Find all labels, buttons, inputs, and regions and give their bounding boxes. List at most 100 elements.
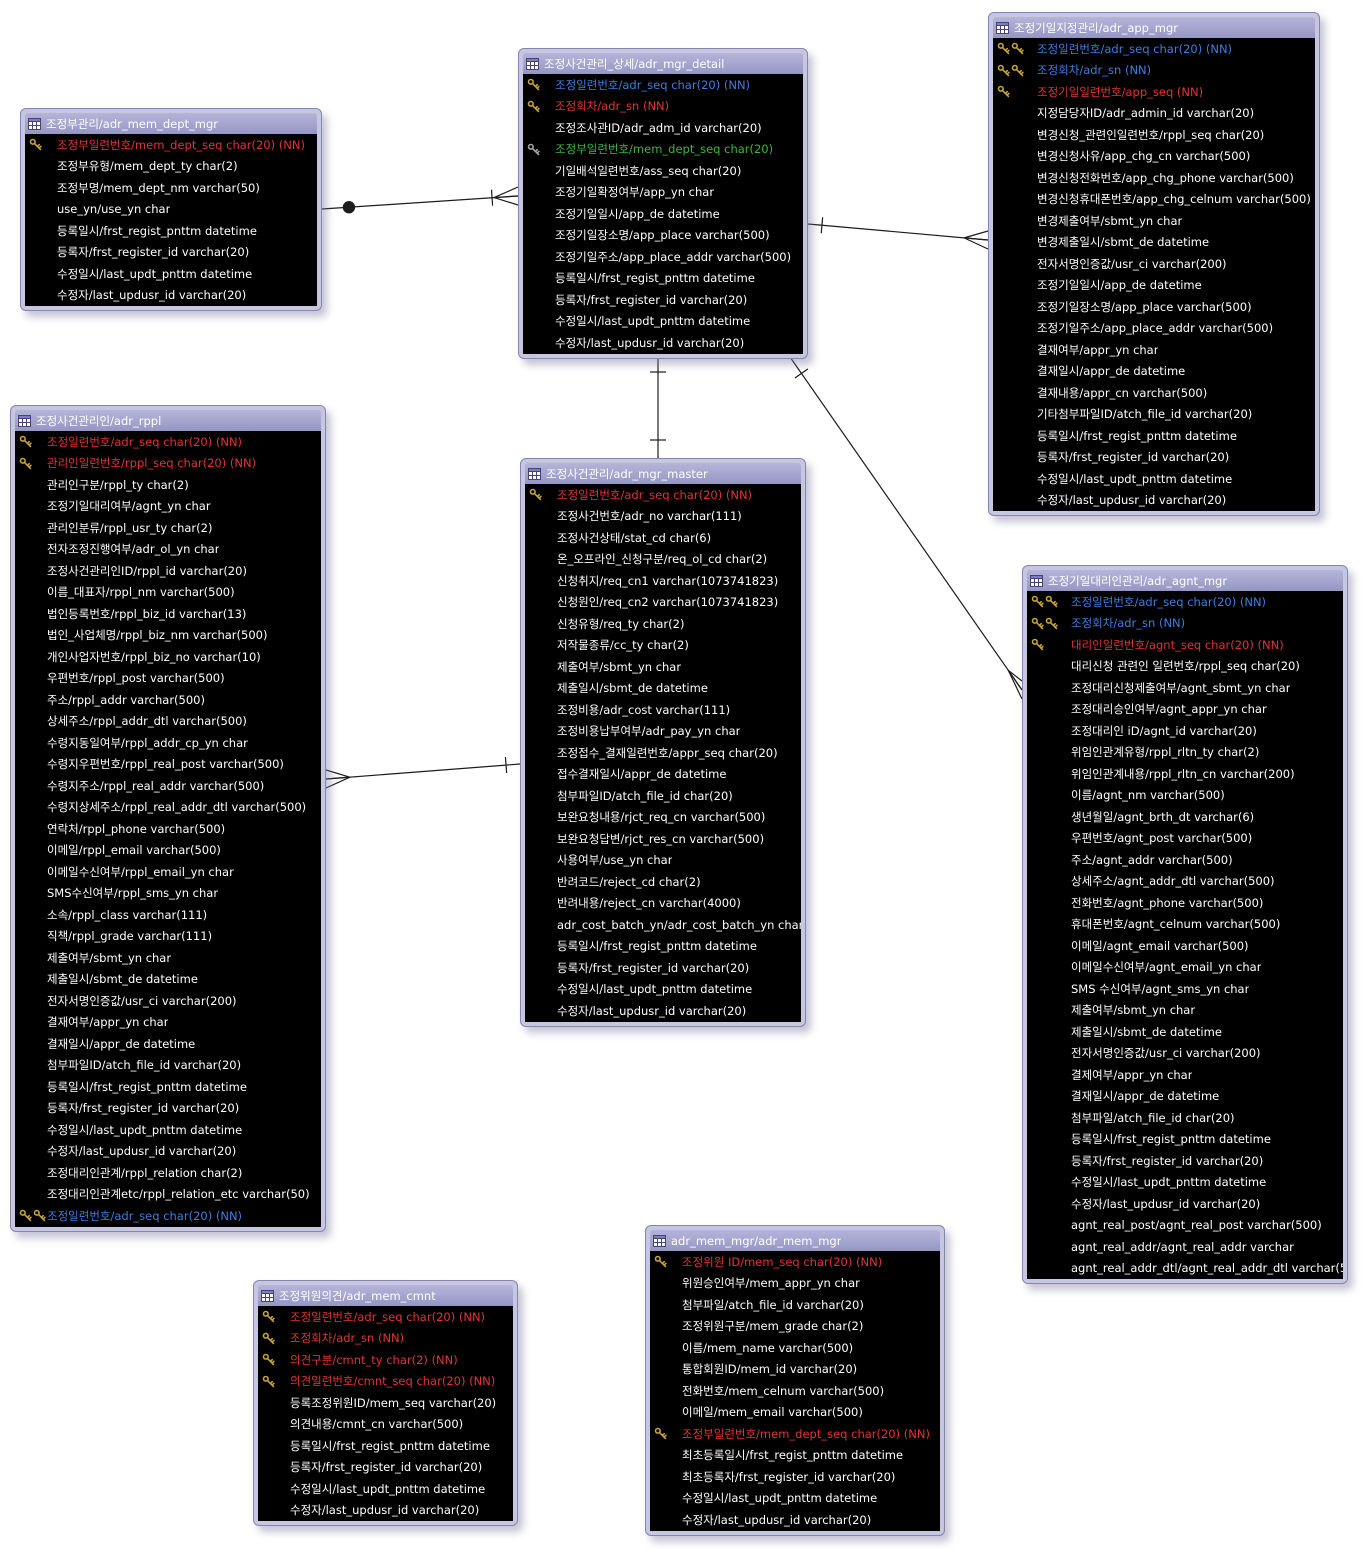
relationship-adr_mem_dept_mgr-adr_mgr_detail[interactable]: [321, 186, 519, 214]
column-row[interactable]: 반려내용/reject_cn varchar(4000): [525, 893, 801, 915]
column-row[interactable]: 수정자/last_updusr_id varchar(20): [25, 285, 317, 307]
column-row[interactable]: 결재내용/appr_cn varchar(500): [993, 382, 1315, 404]
column-row[interactable]: 위임인관계내용/rppl_rltn_cn varchar(200): [1027, 763, 1343, 785]
column-row[interactable]: 조정대리인관계/rppl_relation char(2): [15, 1162, 321, 1184]
column-row[interactable]: 사용여부/use_yn char: [525, 850, 801, 872]
column-row[interactable]: 조정사건상태/stat_cd char(6): [525, 527, 801, 549]
column-row[interactable]: 결재여부/appr_yn char: [993, 339, 1315, 361]
entity-header[interactable]: 조정부관리/adr_mem_dept_mgr: [25, 113, 317, 134]
column-row[interactable]: 수정일시/last_updt_pnttm datetime: [993, 468, 1315, 490]
column-row[interactable]: 보완요청내용/rjct_req_cn varchar(500): [525, 807, 801, 829]
column-row[interactable]: 조정대리승인여부/agnt_appr_yn char: [1027, 699, 1343, 721]
column-row[interactable]: 조정기일장소명/app_place varchar(500): [993, 296, 1315, 318]
column-row[interactable]: 조정위원 ID/mem_seq char(20) (NN): [650, 1251, 940, 1273]
column-row[interactable]: 첨부파일ID/atch_file_id char(20): [525, 785, 801, 807]
column-row[interactable]: 의견일련번호/cmnt_seq char(20) (NN): [258, 1371, 513, 1393]
column-row[interactable]: 조정기일주소/app_place_addr varchar(500): [523, 246, 803, 268]
column-row[interactable]: 조정접수_결재일련번호/appr_seq char(20): [525, 742, 801, 764]
column-row[interactable]: 신청취지/req_cn1 varchar(1073741823): [525, 570, 801, 592]
column-row[interactable]: 등록일시/frst_regist_pnttm datetime: [15, 1076, 321, 1098]
column-row[interactable]: 의견구분/cmnt_ty char(2) (NN): [258, 1349, 513, 1371]
column-row[interactable]: 첨부파일/atch_file_id char(20): [1027, 1107, 1343, 1129]
column-row[interactable]: 수정일시/last_updt_pnttm datetime: [258, 1478, 513, 1500]
column-row[interactable]: 제출일시/sbmt_de datetime: [15, 969, 321, 991]
column-row[interactable]: 조정회차/adr_sn (NN): [523, 96, 803, 118]
column-row[interactable]: 첨부파일ID/atch_file_id varchar(20): [15, 1055, 321, 1077]
entity-header[interactable]: 조정기일대리인관리/adr_agnt_mgr: [1027, 570, 1343, 591]
column-row[interactable]: 조정비용/adr_cost varchar(111): [525, 699, 801, 721]
column-row[interactable]: 조정기일주소/app_place_addr varchar(500): [993, 318, 1315, 340]
column-row[interactable]: 조정일련번호/adr_seq char(20) (NN): [523, 74, 803, 96]
column-row[interactable]: 조정비용납부여부/adr_pay_yn char: [525, 721, 801, 743]
column-row[interactable]: 등록일시/frst_regist_pnttm datetime: [258, 1435, 513, 1457]
column-row[interactable]: 조정사건번호/adr_no varchar(111): [525, 506, 801, 528]
column-row[interactable]: 변경신청휴대폰번호/app_chg_celnum varchar(500): [993, 189, 1315, 211]
column-row[interactable]: 결재일시/appr_de datetime: [993, 361, 1315, 383]
column-row[interactable]: 이메일/mem_email varchar(500): [650, 1402, 940, 1424]
column-row[interactable]: 수정일시/last_updt_pnttm datetime: [15, 1119, 321, 1141]
entity-header[interactable]: 조정위원의견/adr_mem_cmnt: [258, 1285, 513, 1306]
column-row[interactable]: 조정회차/adr_sn (NN): [258, 1328, 513, 1350]
column-row[interactable]: 대리신청 관련인 일련번호/rppl_seq char(20): [1027, 656, 1343, 678]
column-row[interactable]: 결재여부/appr_yn char: [15, 1012, 321, 1034]
column-row[interactable]: 전화번호/mem_celnum varchar(500): [650, 1380, 940, 1402]
column-row[interactable]: 등록자/frst_register_id varchar(20): [993, 447, 1315, 469]
column-row[interactable]: 제출일시/sbmt_de datetime: [1027, 1021, 1343, 1043]
column-row[interactable]: 조정대리신청제출여부/agnt_sbmt_yn char: [1027, 677, 1343, 699]
entity-header[interactable]: 조정사건관리_상세/adr_mgr_detail: [523, 53, 803, 74]
column-row[interactable]: 반려코드/reject_cd char(2): [525, 871, 801, 893]
column-row[interactable]: 주소/rppl_addr varchar(500): [15, 689, 321, 711]
column-row[interactable]: 기타첨부파일ID/atch_file_id varchar(20): [993, 404, 1315, 426]
column-row[interactable]: 전자서명인증값/usr_ci varchar(200): [15, 990, 321, 1012]
column-row[interactable]: 이름/agnt_nm varchar(500): [1027, 785, 1343, 807]
column-row[interactable]: 이메일수신여부/agnt_email_yn char: [1027, 957, 1343, 979]
column-row[interactable]: 수정일시/last_updt_pnttm datetime: [25, 263, 317, 285]
column-row[interactable]: SMS 수신여부/agnt_sms_yn char: [1027, 978, 1343, 1000]
column-row[interactable]: 위원승인여부/mem_appr_yn char: [650, 1273, 940, 1295]
column-row[interactable]: 수령지동일여부/rppl_addr_cp_yn char: [15, 732, 321, 754]
column-row[interactable]: 주소/agnt_addr varchar(500): [1027, 849, 1343, 871]
column-row[interactable]: 이름/mem_name varchar(500): [650, 1337, 940, 1359]
column-row[interactable]: 우편번호/agnt_post varchar(500): [1027, 828, 1343, 850]
column-row[interactable]: 접수결재일시/appr_de datetime: [525, 764, 801, 786]
column-row[interactable]: 등록자/frst_register_id varchar(20): [1027, 1150, 1343, 1172]
column-row[interactable]: 조정사건관리인ID/rppl_id varchar(20): [15, 560, 321, 582]
column-row[interactable]: 제출여부/sbmt_yn char: [1027, 1000, 1343, 1022]
column-row[interactable]: 조정기일장소명/app_place varchar(500): [523, 225, 803, 247]
column-row[interactable]: 전자조정진행여부/adr_ol_yn char: [15, 539, 321, 561]
column-row[interactable]: 등록일시/frst_regist_pnttm datetime: [523, 268, 803, 290]
column-row[interactable]: 조정기일일시/app_de datetime: [523, 203, 803, 225]
column-row[interactable]: 결제여부/appr_yn char: [1027, 1064, 1343, 1086]
column-row[interactable]: 이름_대표자/rppl_nm varchar(500): [15, 582, 321, 604]
column-row[interactable]: 조정기일확정여부/app_yn char: [523, 182, 803, 204]
column-row[interactable]: 변경신청_관련인일련번호/rppl_seq char(20): [993, 124, 1315, 146]
column-row[interactable]: 등록일시/frst_regist_pnttm datetime: [25, 220, 317, 242]
column-row[interactable]: 최초등록일시/frst_regist_pnttm datetime: [650, 1445, 940, 1467]
column-row[interactable]: 기일배석일련번호/ass_seq char(20): [523, 160, 803, 182]
column-row[interactable]: 등록일시/frst_regist_pnttm datetime: [1027, 1129, 1343, 1151]
column-row[interactable]: 수정자/last_updusr_id varchar(20): [650, 1509, 940, 1531]
column-row[interactable]: 조정회차/adr_sn (NN): [1027, 613, 1343, 635]
column-row[interactable]: 수정자/last_updusr_id varchar(20): [15, 1141, 321, 1163]
relationship-adr_mgr_detail-adr_app_mgr[interactable]: [807, 217, 989, 250]
column-row[interactable]: 이메일/rppl_email varchar(500): [15, 840, 321, 862]
column-row[interactable]: 등록일시/frst_regist_pnttm datetime: [525, 936, 801, 958]
column-row[interactable]: 수령지상세주소/rppl_real_addr_dtl varchar(500): [15, 797, 321, 819]
column-row[interactable]: 이메일수신여부/rppl_email_yn char: [15, 861, 321, 883]
column-row[interactable]: 등록조정위원ID/mem_seq varchar(20): [258, 1392, 513, 1414]
column-row[interactable]: 조정위원구분/mem_grade char(2): [650, 1316, 940, 1338]
column-row[interactable]: 조정부일련번호/mem_dept_seq char(20): [523, 139, 803, 161]
column-row[interactable]: adr_cost_batch_yn/adr_cost_batch_yn char: [525, 914, 801, 936]
relationship-adr_mgr_detail-adr_mgr_master[interactable]: [650, 357, 666, 458]
column-row[interactable]: use_yn/use_yn char: [25, 199, 317, 221]
column-row[interactable]: 위임인관계유형/rppl_rltn_ty char(2): [1027, 742, 1343, 764]
column-row[interactable]: 조정기일일련번호/app_seq (NN): [993, 81, 1315, 103]
column-row[interactable]: 수정자/last_updusr_id varchar(20): [1027, 1193, 1343, 1215]
column-row[interactable]: agnt_real_post/agnt_real_post varchar(50…: [1027, 1215, 1343, 1237]
column-row[interactable]: 수정자/last_updusr_id varchar(20): [525, 1000, 801, 1022]
column-row[interactable]: 등록자/frst_register_id varchar(20): [15, 1098, 321, 1120]
column-row[interactable]: 상세주소/agnt_addr_dtl varchar(500): [1027, 871, 1343, 893]
